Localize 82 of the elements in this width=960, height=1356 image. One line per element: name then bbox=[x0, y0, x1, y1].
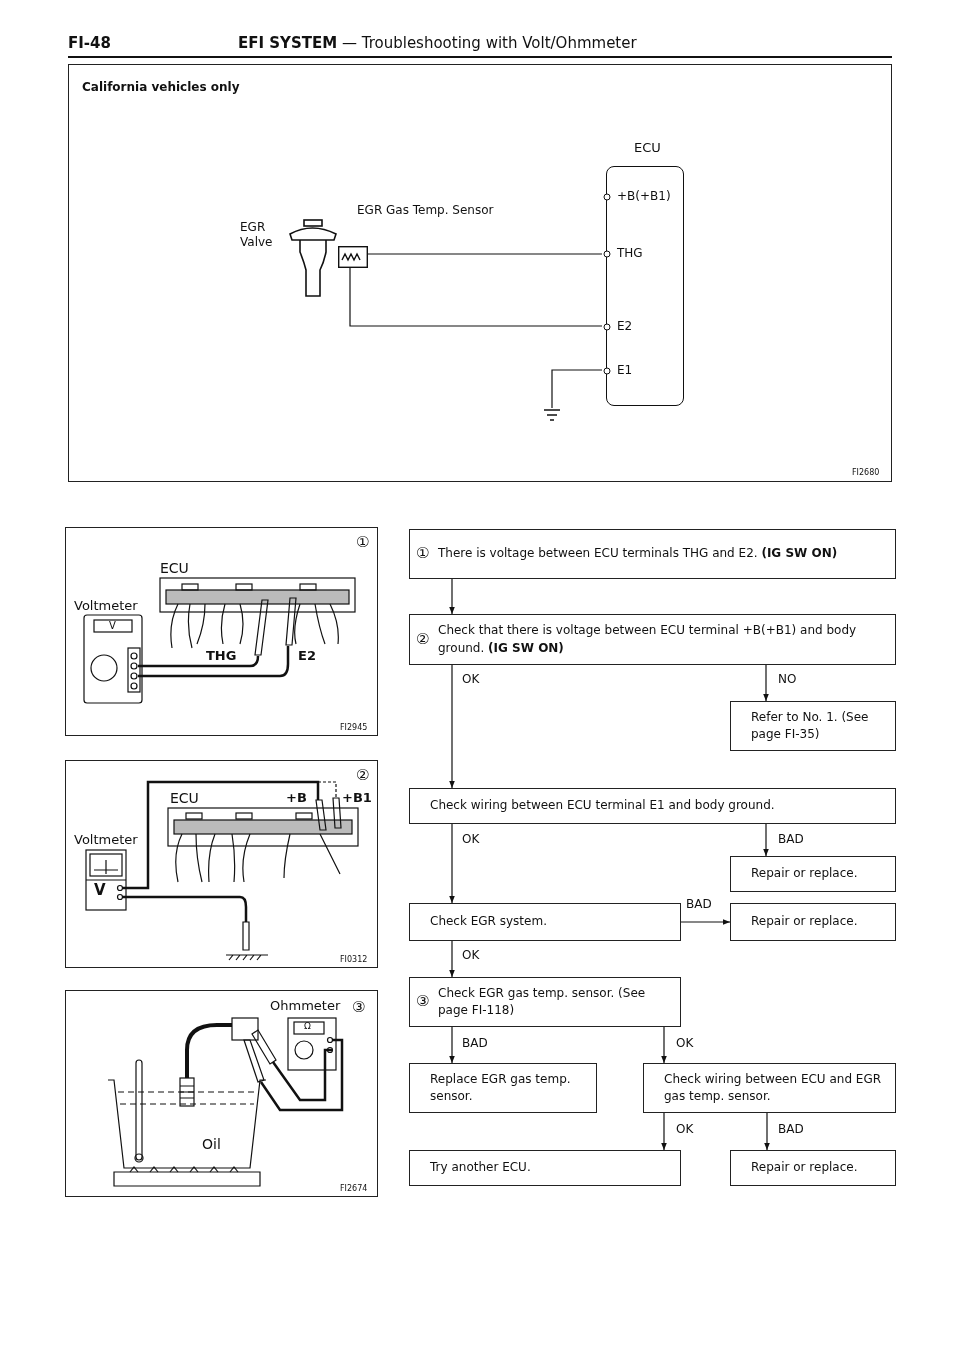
arrow bbox=[449, 823, 455, 904]
figure-code: FI2680 bbox=[852, 468, 880, 477]
flowchart-box bbox=[409, 903, 681, 941]
edge-label: BAD bbox=[776, 1122, 806, 1136]
arrow bbox=[763, 823, 769, 857]
part-label: Oil bbox=[202, 1136, 221, 1152]
step-text: Check EGR system. bbox=[430, 913, 547, 931]
page-title: EFI SYSTEM — Troubleshooting with Volt/Ohmmeter bbox=[238, 34, 637, 52]
step-text: Check that there is voltage between ECU terminal +B(+B1) and body ground. (IG SW ON) bbox=[438, 622, 858, 657]
flowchart-box bbox=[730, 903, 896, 941]
flowchart-box bbox=[730, 856, 896, 892]
part-label: +B bbox=[286, 790, 307, 805]
step-number: ③ bbox=[416, 991, 430, 1013]
step-text: Try another ECU. bbox=[430, 1159, 531, 1177]
wire bbox=[349, 267, 603, 327]
ground-symbol bbox=[544, 408, 560, 422]
part-label: ECU bbox=[160, 560, 189, 576]
arrow bbox=[680, 919, 731, 925]
edge-label: OK bbox=[674, 1036, 696, 1050]
part-label: EGR Valve bbox=[240, 220, 274, 250]
step-text: Repair or replace. bbox=[751, 913, 858, 931]
step-number: ② bbox=[416, 628, 430, 650]
flowchart-box bbox=[409, 614, 896, 665]
flowchart-box bbox=[409, 1063, 597, 1113]
step-text: There is voltage between ECU terminals THG and E2. (IG SW ON) bbox=[438, 545, 838, 563]
figure-code: FI0312 bbox=[340, 955, 368, 964]
step-text: Check wiring between ECU and EGR gas temp. sensor. bbox=[664, 1070, 883, 1105]
step-number: ③ bbox=[352, 998, 366, 1016]
terminal-label: E2 bbox=[617, 319, 633, 333]
flowchart-box bbox=[409, 529, 896, 579]
terminal-label: THG bbox=[617, 246, 643, 260]
step-text: Repair or replace. bbox=[751, 865, 858, 883]
terminal-label: E1 bbox=[617, 363, 633, 377]
terminal-label: +B(+B1) bbox=[617, 189, 671, 203]
part-label: E2 bbox=[298, 648, 316, 663]
note-text: California vehicles only bbox=[82, 80, 240, 94]
edge-label: OK bbox=[674, 1122, 696, 1136]
part-label: +B1 bbox=[342, 790, 372, 805]
arrow bbox=[763, 664, 769, 702]
figure-code: FI2945 bbox=[340, 723, 368, 732]
flowchart-box bbox=[643, 1063, 896, 1113]
arrow bbox=[764, 1112, 770, 1151]
part-label: Voltmeter bbox=[74, 598, 138, 613]
step-text: Replace EGR gas temp. sensor. bbox=[430, 1070, 572, 1105]
unit-label: V bbox=[94, 881, 106, 899]
arrow bbox=[661, 1026, 667, 1064]
step-text: Check wiring between ECU terminal E1 and body ground. bbox=[430, 797, 775, 815]
edge-label: BAD bbox=[460, 1036, 490, 1050]
step-text: Check EGR gas temp. sensor. (See page FI-118) bbox=[438, 984, 647, 1019]
part-label: Voltmeter bbox=[74, 832, 138, 847]
unit-label: Ω bbox=[304, 1021, 311, 1031]
arrow bbox=[449, 1026, 455, 1064]
step-text: Repair or replace. bbox=[751, 1159, 858, 1177]
part-label: Ohmmeter bbox=[270, 998, 341, 1013]
edge-label: NO bbox=[776, 672, 799, 686]
edge-label: OK bbox=[460, 672, 482, 686]
step-number: ① bbox=[356, 533, 370, 551]
flowchart-box bbox=[730, 701, 896, 751]
flowchart-box bbox=[730, 1150, 896, 1186]
arrow bbox=[449, 578, 455, 615]
arrow bbox=[449, 664, 455, 789]
unit-label: V bbox=[109, 620, 116, 631]
flowchart-box bbox=[409, 788, 896, 824]
part-label: ECU bbox=[170, 790, 199, 806]
figure-code: FI2674 bbox=[340, 1184, 368, 1193]
wire bbox=[551, 369, 603, 409]
step-number: ① bbox=[416, 543, 430, 565]
wire bbox=[367, 253, 603, 255]
edge-label: BAD bbox=[684, 897, 714, 911]
arrow bbox=[661, 1112, 667, 1151]
edge-label: OK bbox=[460, 948, 482, 962]
ecu-label: ECU bbox=[634, 140, 661, 155]
step-text: Refer to No. 1. (See page FI-35) bbox=[751, 708, 870, 743]
flowchart-box bbox=[409, 977, 681, 1027]
arrow bbox=[449, 940, 455, 978]
step-number: ② bbox=[356, 766, 370, 784]
edge-label: OK bbox=[460, 832, 482, 846]
flowchart-box bbox=[409, 1150, 681, 1186]
edge-label: BAD bbox=[776, 832, 806, 846]
part-label: EGR Gas Temp. Sensor bbox=[357, 203, 494, 217]
page-number: FI-48 bbox=[68, 34, 111, 52]
part-label: THG bbox=[206, 648, 237, 663]
